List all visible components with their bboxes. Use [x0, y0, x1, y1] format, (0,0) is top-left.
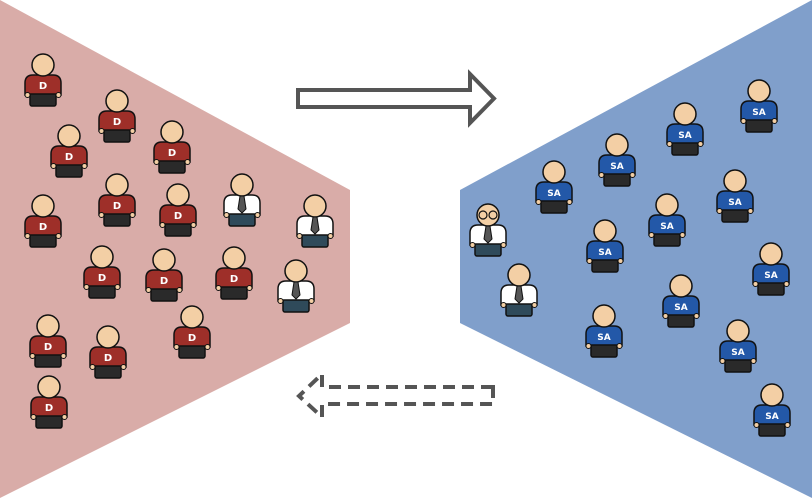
- figure-label: D: [39, 222, 47, 233]
- developer-figure: D: [153, 120, 191, 174]
- sysadmin-figure: SA: [662, 274, 700, 328]
- sysadmin-figure: SA: [648, 193, 686, 247]
- head: [726, 319, 750, 343]
- head: [96, 325, 120, 349]
- sysadmin-figure: SA: [740, 79, 778, 133]
- figure-label: SA: [674, 303, 687, 313]
- developer-figure: D: [50, 124, 88, 178]
- developer-figure: D: [83, 245, 121, 299]
- head: [160, 120, 184, 144]
- sysadmin-figure: SA: [752, 242, 790, 296]
- head: [36, 314, 60, 338]
- manager-figure: [296, 194, 334, 248]
- head: [760, 383, 784, 407]
- sysadmin-figure: SA: [719, 319, 757, 373]
- figure-label: D: [230, 274, 238, 285]
- head: [31, 53, 55, 77]
- figure-label: D: [113, 201, 121, 212]
- right-arrow-icon: [296, 69, 497, 128]
- manager-figure: [277, 259, 315, 313]
- tie-icon: [514, 285, 524, 304]
- figure-label: D: [44, 342, 52, 353]
- developer-figure: D: [145, 248, 183, 302]
- figure-label: D: [168, 148, 176, 159]
- head: [723, 169, 747, 193]
- head: [605, 133, 629, 157]
- tie-icon: [310, 216, 320, 235]
- figure-label: SA: [764, 271, 777, 281]
- figure-label: D: [65, 152, 73, 163]
- figure-label: D: [160, 276, 168, 287]
- head: [180, 305, 204, 329]
- figure-label: SA: [597, 333, 610, 343]
- sysadmin-figure: SA: [753, 383, 791, 437]
- figure-label: SA: [765, 412, 778, 422]
- sysadmin-figure: SA: [586, 219, 624, 273]
- figure-label: SA: [547, 189, 560, 199]
- developer-figure: D: [30, 375, 68, 429]
- developer-figure: D: [215, 246, 253, 300]
- head: [284, 259, 308, 283]
- head: [31, 194, 55, 218]
- left-team-area: [0, 0, 350, 498]
- developer-figure: D: [29, 314, 67, 368]
- tie-icon: [237, 195, 247, 214]
- figure-label: SA: [598, 248, 611, 258]
- figure-label: SA: [660, 222, 673, 232]
- sysadmin-figure: SA: [585, 304, 623, 358]
- sysadmin-figure: SA: [535, 160, 573, 214]
- figure-label: D: [45, 403, 53, 414]
- manager-figure: [469, 203, 507, 257]
- figure-label: D: [188, 333, 196, 344]
- head: [166, 183, 190, 207]
- dashed-left-arrow-icon: [296, 369, 495, 422]
- head: [57, 124, 81, 148]
- head: [90, 245, 114, 269]
- head: [37, 375, 61, 399]
- head: [673, 102, 697, 126]
- sysadmin-figure: SA: [716, 169, 754, 223]
- head: [542, 160, 566, 184]
- figure-label: D: [98, 273, 106, 284]
- right-team-area: [460, 0, 812, 498]
- figure-label: SA: [678, 131, 691, 141]
- figure-label: D: [39, 81, 47, 92]
- glasses-icon: [478, 210, 488, 220]
- head: [507, 263, 531, 287]
- head: [476, 203, 500, 227]
- head: [593, 219, 617, 243]
- head: [105, 173, 129, 197]
- head: [759, 242, 783, 266]
- developer-figure: D: [98, 173, 136, 227]
- figure-label: SA: [731, 348, 744, 358]
- developer-figure: D: [173, 305, 211, 359]
- developer-figure: D: [98, 89, 136, 143]
- head: [592, 304, 616, 328]
- manager-figure: [500, 263, 538, 317]
- figure-label: SA: [752, 108, 765, 118]
- figure-label: D: [113, 117, 121, 128]
- developer-figure: D: [159, 183, 197, 237]
- developer-figure: D: [89, 325, 127, 379]
- head: [152, 248, 176, 272]
- manager-figure: [223, 173, 261, 227]
- head: [222, 246, 246, 270]
- developer-figure: D: [24, 194, 62, 248]
- figure-label: SA: [728, 198, 741, 208]
- head: [747, 79, 771, 103]
- tie-icon: [483, 225, 493, 244]
- sysadmin-figure: SA: [666, 102, 704, 156]
- figure-label: SA: [610, 162, 623, 172]
- sysadmin-figure: SA: [598, 133, 636, 187]
- developer-figure: D: [24, 53, 62, 107]
- head: [655, 193, 679, 217]
- head: [303, 194, 327, 218]
- head: [230, 173, 254, 197]
- head: [669, 274, 693, 298]
- tie-icon: [291, 281, 301, 300]
- head: [105, 89, 129, 113]
- figure-label: D: [104, 353, 112, 364]
- figure-label: D: [174, 211, 182, 222]
